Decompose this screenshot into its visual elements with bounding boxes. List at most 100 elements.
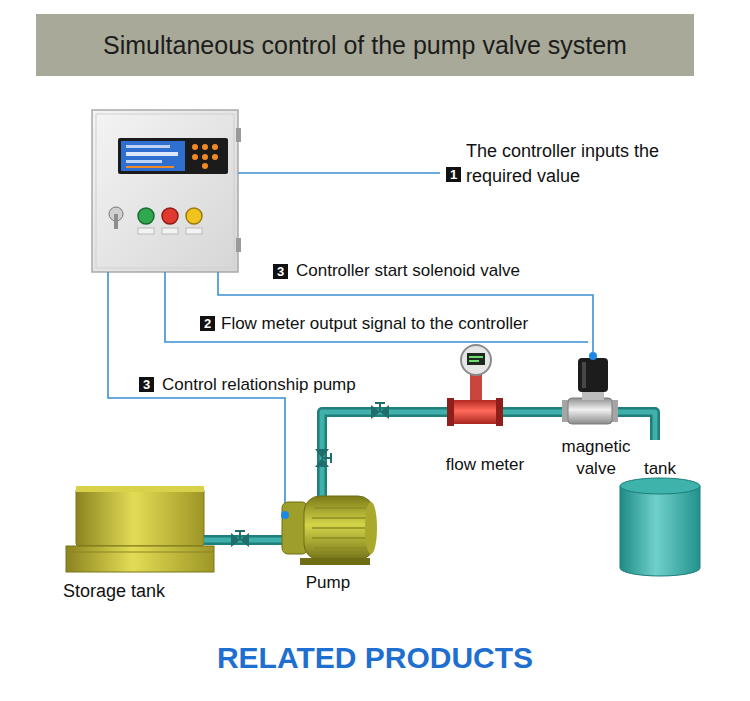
tank-body (620, 486, 700, 576)
signal-dot (589, 352, 597, 360)
screen-line (126, 160, 162, 163)
valve-half (380, 405, 389, 419)
green-button (138, 208, 154, 224)
label-box: Flow meter output signal to the controll… (221, 313, 528, 335)
pipe-core (545, 410, 557, 415)
component-label: Storage tank (60, 580, 215, 602)
component-node: tank (630, 440, 690, 580)
meter-head (461, 345, 491, 375)
signal-wires (108, 173, 593, 511)
component-label: tank (630, 458, 690, 480)
panel-key (202, 144, 208, 150)
signal-wire (218, 272, 593, 352)
meter-digits (469, 360, 479, 362)
pipe-core (635, 412, 655, 440)
pipe-connector (635, 412, 655, 440)
tank-rim (66, 552, 214, 553)
screen-line (126, 166, 174, 168)
red-button (162, 208, 178, 224)
motor-cap (365, 502, 377, 554)
pipe-stub (204, 412, 635, 540)
meter-digits (469, 356, 483, 358)
coil-highlight (582, 362, 586, 388)
valve-handle (235, 530, 245, 532)
callout-marker: 3 (273, 264, 288, 279)
display-frame (118, 138, 228, 174)
valve-stem (322, 457, 331, 459)
pipe-core (322, 412, 425, 488)
fin (312, 537, 368, 539)
tank-top (620, 478, 700, 494)
button-plate (186, 228, 202, 234)
button-plate (138, 228, 154, 234)
yellow-button (186, 208, 202, 224)
component-node: magnetic valve (557, 348, 635, 488)
screen-line (126, 152, 178, 156)
hinge (236, 238, 241, 252)
panel-key (192, 154, 198, 160)
fin (314, 507, 366, 509)
component-label: Pump (278, 572, 378, 594)
solenoid-valve-figure (562, 352, 618, 424)
callout-text: Flow meter output signal to the controll… (221, 313, 528, 335)
storage-tank-figure (66, 486, 214, 572)
valve-half (371, 405, 380, 419)
valve-flange (612, 400, 618, 422)
screen-line (126, 145, 170, 148)
callout-text: The controller inputs the required value (466, 139, 696, 189)
signal-wire (165, 272, 588, 342)
component-node: flow meter (425, 342, 545, 478)
tank-base (66, 546, 214, 572)
pipe-connector (322, 412, 425, 488)
meter-screen (467, 353, 485, 365)
flange (496, 398, 503, 426)
solenoid-coil (578, 358, 608, 392)
panel-key (192, 144, 198, 150)
valve-stem (239, 531, 241, 540)
title-band: Simultaneous control of the pump valve s… (36, 14, 694, 76)
pipe-wall (322, 412, 425, 488)
meter-neck (470, 374, 482, 400)
callout-number: 2 (200, 316, 215, 331)
valve-body (568, 398, 612, 424)
valve-half (240, 533, 249, 547)
fin (312, 517, 368, 519)
pipe-wall (635, 412, 655, 440)
panel-key (212, 144, 218, 150)
label-box: Control relationship pump (162, 374, 356, 396)
flow-meter-figure (447, 345, 503, 426)
valve-flange (562, 400, 568, 422)
valve-handle (330, 453, 332, 463)
button-plate (162, 228, 178, 234)
cabinet-door (96, 114, 234, 268)
tank-top (76, 486, 204, 492)
cabinet-body (92, 110, 238, 272)
pipe-stub (204, 412, 635, 540)
callout-number: 1 (446, 167, 461, 182)
valve-handle (375, 402, 385, 404)
key (114, 214, 118, 229)
pipe-connector (545, 412, 557, 413)
motor-fins (312, 508, 368, 548)
pipe-stubs (204, 412, 635, 540)
pump-motor (304, 496, 374, 560)
receiving-tank-figure (620, 478, 700, 576)
tank-body (76, 488, 204, 546)
label-box: RELATED PRODUCTS (0, 640, 750, 676)
panel-key (212, 154, 218, 160)
component-node: Pump (278, 488, 378, 596)
label-box: The controller inputs the required value (466, 139, 696, 189)
valve-half (231, 533, 240, 547)
panel-key (202, 154, 208, 160)
fin (312, 527, 368, 529)
hand-valve (315, 449, 331, 467)
display-screen (121, 141, 185, 171)
signal-dot (281, 511, 289, 519)
signal-wire (238, 172, 440, 174)
callout-text: Controller start solenoid valve (296, 260, 520, 282)
meter-body (454, 400, 496, 424)
valve-stem (379, 403, 381, 412)
footer-heading: RELATED PRODUCTS (0, 640, 750, 676)
controller-cabinet (92, 110, 241, 272)
